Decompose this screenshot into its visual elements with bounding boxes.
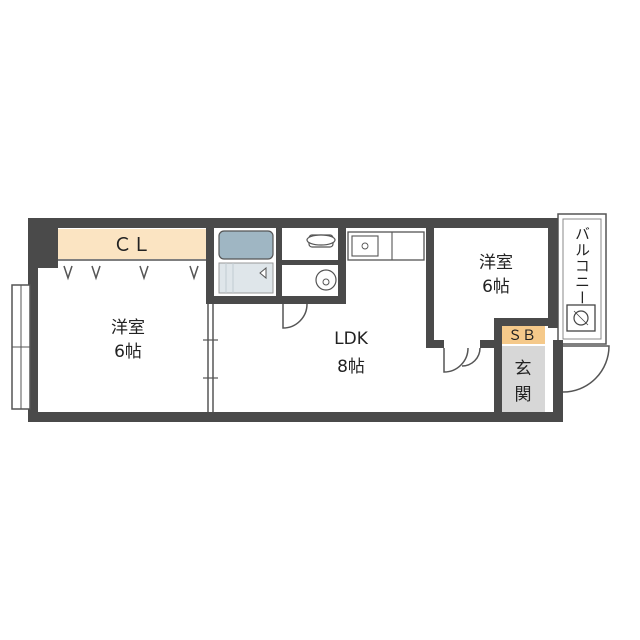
western-left-label: 洋室 bbox=[111, 318, 145, 338]
exterior-walls bbox=[28, 218, 563, 422]
ldk-label: LDK bbox=[334, 329, 369, 349]
western-left-size: 6帖 bbox=[114, 342, 142, 362]
bathtub-icon bbox=[218, 230, 274, 294]
wash-basin-icon bbox=[315, 269, 337, 291]
interior-walls bbox=[206, 228, 553, 422]
closet-rail bbox=[58, 259, 206, 281]
window-left bbox=[11, 284, 31, 410]
sink-icon bbox=[351, 235, 379, 257]
western-right-size: 6帖 bbox=[482, 277, 510, 297]
balcony bbox=[557, 213, 607, 345]
ldk-size: 8帖 bbox=[337, 357, 365, 377]
closet-area bbox=[58, 229, 206, 259]
storage-box-area bbox=[499, 326, 545, 344]
balcony-label: バルコニー bbox=[573, 226, 591, 306]
storage-box-label: ＳＢ bbox=[508, 328, 536, 344]
partition-left bbox=[203, 304, 218, 412]
right-room-door bbox=[443, 347, 481, 373]
western-right-label: 洋室 bbox=[479, 253, 513, 273]
closet-label: ＣＬ bbox=[113, 234, 151, 256]
entrance-label-top: 玄 bbox=[515, 359, 532, 379]
bathroom-door bbox=[282, 303, 308, 329]
entrance-label-bottom: 関 bbox=[515, 385, 532, 405]
entrance-area bbox=[499, 346, 545, 412]
toilet-icon bbox=[306, 234, 336, 248]
entrance-door bbox=[562, 345, 610, 393]
kitchen-counter bbox=[347, 231, 425, 261]
